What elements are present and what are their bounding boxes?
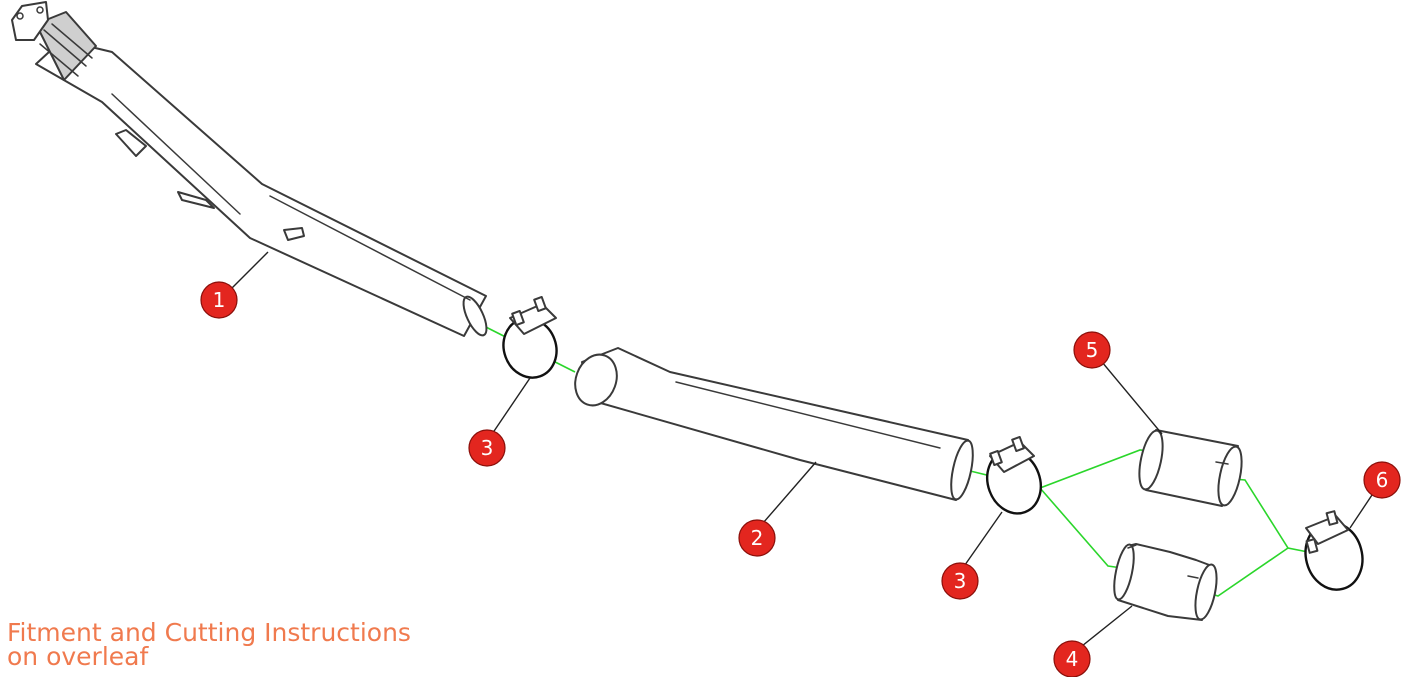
sensor-boss: [115, 129, 147, 157]
fitment-note: Fitment and Cutting Instructions on over…: [7, 618, 411, 671]
callout-2-label: 2: [751, 526, 764, 550]
callout-5: 5: [1073, 331, 1111, 369]
callout-5-label: 5: [1086, 338, 1099, 362]
callout-4-label: 4: [1066, 647, 1079, 671]
callout-6: 6: [1363, 461, 1401, 499]
callout-1: 1: [200, 281, 238, 319]
part-6-clamp: [1304, 510, 1364, 591]
flex-section: [35, 11, 97, 81]
part-4-tail-adaptor: [1113, 543, 1218, 621]
callout-3-upper-label: 3: [481, 436, 494, 460]
callout-3-lower-label: 3: [954, 569, 967, 593]
callout-3-lower: 3: [941, 562, 979, 600]
part-2-mid-pipe: [574, 347, 974, 501]
callout-3-upper: 3: [468, 429, 506, 467]
bung: [283, 227, 305, 241]
fitment-note-line-1: Fitment and Cutting Instructions: [7, 618, 411, 647]
part-3-clamp-upper: [502, 295, 558, 379]
callout-6-label: 6: [1376, 468, 1389, 492]
callout-1-label: 1: [213, 288, 226, 312]
part-1-downpipe: [11, 1, 488, 337]
part-3-clamp-lower: [986, 435, 1042, 515]
part-5-tail-adaptor: [1138, 429, 1243, 507]
callout-4: 4: [1053, 640, 1091, 677]
flange: [11, 1, 49, 41]
fitment-note-line-2: on overleaf: [7, 642, 149, 671]
callout-2: 2: [738, 519, 776, 557]
